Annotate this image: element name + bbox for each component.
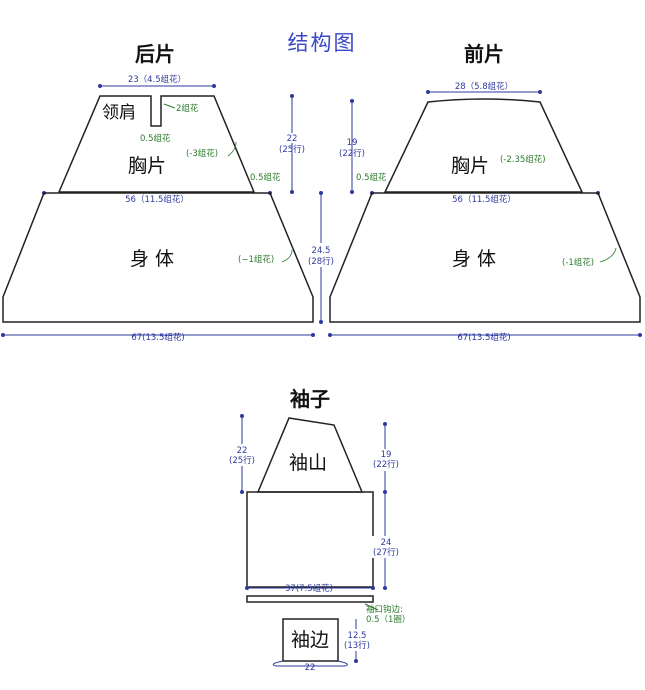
sleeve-body-shape: [246, 491, 374, 588]
back-top-width-dimension: [98, 84, 216, 88]
sleeve-cuff-width-dimension: [272, 660, 348, 667]
front-body-decrease-label: (-1组花): [562, 257, 594, 268]
back-chest-height-rows: (25行): [279, 144, 305, 155]
back-body-shape: [2, 192, 314, 323]
body-height-rows: (28行): [308, 256, 334, 267]
back-chest-label: 胸片: [128, 155, 166, 177]
back-chest-height-cm: 22: [287, 134, 298, 144]
back-top-width-label: 23（4.5组花）: [128, 74, 186, 85]
back-chest-height-dimension: [290, 94, 294, 194]
front-piece-title: 前片: [464, 42, 504, 66]
front-chest-label: 胸片: [451, 155, 489, 177]
back-neck-step-label: 0.5组花: [140, 133, 171, 144]
sleeve-cap-left-rows: (25行): [229, 455, 255, 466]
sleeve-cap-label: 袖山: [289, 452, 327, 474]
back-chest-height-cm-text: 22: [287, 134, 298, 144]
front-chest-height-dimension: [350, 99, 354, 194]
front-chest-height-cm: 19: [347, 138, 358, 148]
back-neck-depth-label: 2组花: [176, 103, 199, 114]
front-armhole-decrease-label: (-2.35组花): [500, 154, 546, 165]
sleeve-cap-right-cm: 19: [381, 450, 392, 460]
cuff-edge-note-line1: 袖口钩边:: [366, 604, 403, 615]
back-body-decrease-label: (−1组花): [238, 254, 274, 265]
sleeve-cap-left-cm: 22: [237, 446, 248, 456]
body-height-cm: 24.5: [312, 246, 331, 256]
sleeve-cuff-height-cm: 12.5: [348, 631, 367, 641]
back-armhole-step-label: 0.5组花: [250, 172, 281, 183]
sleeve-cuff-label: 袖边: [291, 629, 329, 651]
front-armhole-step-label: 0.5组花: [356, 172, 387, 183]
sleeve-title: 袖子: [290, 387, 330, 411]
front-body-shape: [329, 192, 641, 323]
front-mid-width-label: 56（11.5组花）: [452, 194, 516, 205]
sleeve-width-label: 37(7.5组花): [285, 583, 333, 594]
sleeve-cuff-width-label: 22: [305, 663, 316, 673]
sleeve-cap-right-rows: (22行): [373, 459, 399, 470]
back-chest-shape: [57, 95, 256, 193]
sleeve-cuff-edge-band: [246, 595, 374, 603]
sleeve-body-height-cm: 24: [381, 538, 392, 548]
sleeve-cuff-shape: [282, 618, 339, 662]
front-bottom-width-dimension: [328, 333, 642, 337]
diagram-title: 结构图: [288, 31, 357, 55]
back-piece-title: 后片: [135, 42, 175, 66]
front-chest-shape: [383, 98, 584, 193]
back-armhole-decrease-label: (-3组花): [186, 148, 218, 159]
sleeve-body-height-rows: (27行): [373, 547, 399, 558]
back-bottom-width-label: 67(13.5组花): [131, 332, 184, 343]
front-top-width-label: 28（5.8组花）: [455, 81, 513, 92]
sleeve-cuff-height-rows: (13行): [344, 640, 370, 651]
cuff-edge-note-line2: 0.5（1圈）: [366, 614, 410, 625]
sleeve-width-dimension: [245, 586, 375, 590]
front-bottom-width-label: 67(13.5组花): [457, 332, 510, 343]
back-mid-width-label: 56（11.5组花）: [125, 194, 189, 205]
front-chest-height-rows: (22行): [339, 148, 365, 159]
front-body-label: 身 体: [452, 248, 496, 270]
back-bottom-width-dimension: [1, 333, 315, 337]
back-body-label: 身 体: [130, 248, 174, 270]
front-top-width-dimension: [426, 90, 542, 94]
back-neck-shoulder-label: 领肩: [102, 103, 136, 123]
